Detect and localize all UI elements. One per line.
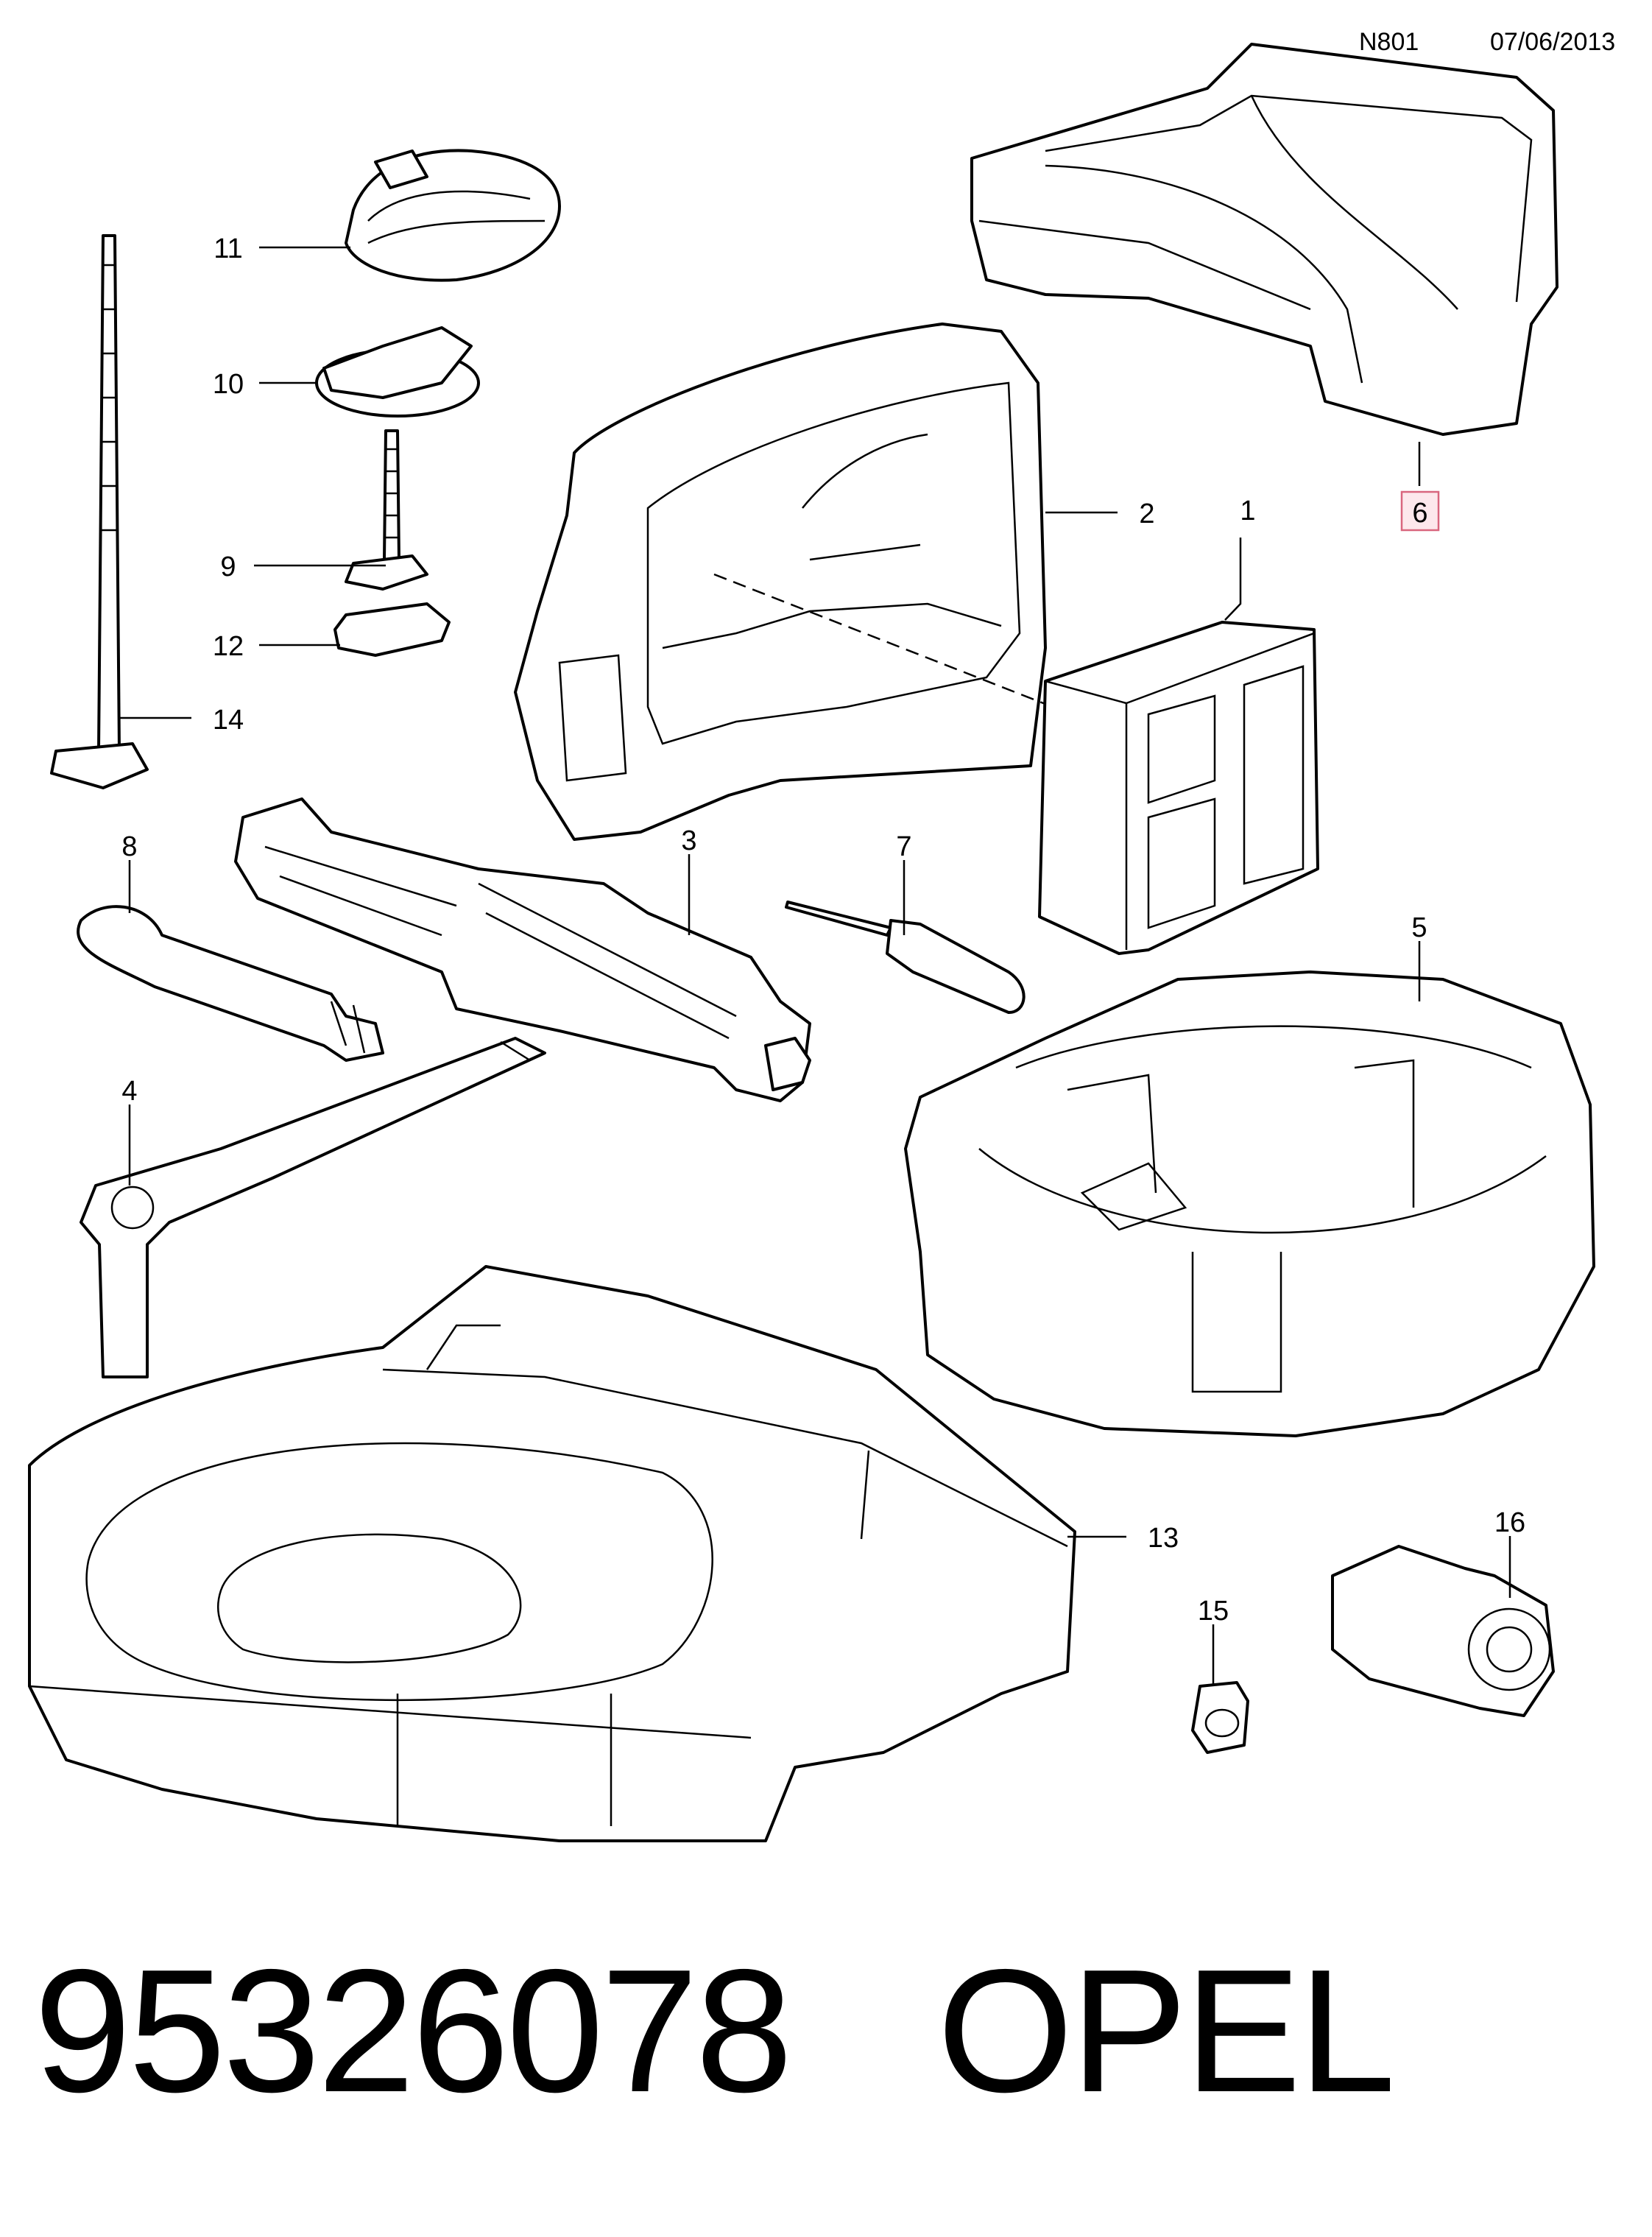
callout-6-highlight [1400, 490, 1440, 532]
callout-1: 1 [1240, 496, 1255, 526]
callout-10: 10 [213, 369, 244, 400]
part-9-stud[interactable] [345, 429, 428, 591]
part-11-strap[interactable] [345, 149, 561, 282]
callout-3: 3 [681, 825, 696, 856]
callout-4: 4 [121, 1076, 137, 1107]
leader-lines [120, 246, 1511, 1686]
part-5-tire-foam[interactable] [904, 970, 1595, 1437]
callout-2: 2 [1139, 499, 1154, 529]
callout-12: 12 [213, 631, 244, 662]
callout-labels: 1 2 3 4 5 6 7 8 9 10 11 12 13 14 15 16 [121, 233, 1525, 1627]
part-13-large-tray[interactable] [28, 1265, 1076, 1842]
part-3-scissor-jack[interactable] [234, 797, 811, 1102]
part-10-knob[interactable] [315, 326, 480, 418]
part-4-tow-hook[interactable] [80, 1037, 546, 1378]
callout-5: 5 [1411, 912, 1427, 943]
part-7-screwdriver[interactable] [785, 901, 1026, 1014]
brand-name: OPEL [936, 1934, 1396, 2129]
part-14-long-bolt[interactable] [50, 234, 149, 789]
diagram-code: N801 [1359, 28, 1419, 56]
callout-9: 9 [220, 552, 236, 582]
callout-8: 8 [121, 831, 137, 862]
part-6-foam-tray[interactable] [970, 43, 1559, 436]
part-2-foam-holder[interactable] [514, 323, 1053, 841]
part-15-cap[interactable] [1191, 1681, 1249, 1754]
callout-15: 15 [1198, 1596, 1229, 1627]
callout-7: 7 [896, 831, 911, 862]
callout-11: 11 [213, 233, 242, 264]
part-1-compressor-box[interactable] [1038, 621, 1319, 955]
part-16-lock-socket[interactable] [1331, 1545, 1555, 1717]
part-number: 95326078 [34, 1934, 793, 2129]
callout-16: 16 [1494, 1507, 1525, 1538]
callout-6: 6 [1412, 498, 1427, 529]
diagram-date: 07/06/2013 [1490, 28, 1616, 56]
part-12-clip[interactable] [333, 602, 451, 657]
part-8-wheel-brace[interactable] [77, 905, 384, 1062]
callout-14: 14 [213, 705, 244, 736]
callout-13: 13 [1148, 1523, 1179, 1554]
